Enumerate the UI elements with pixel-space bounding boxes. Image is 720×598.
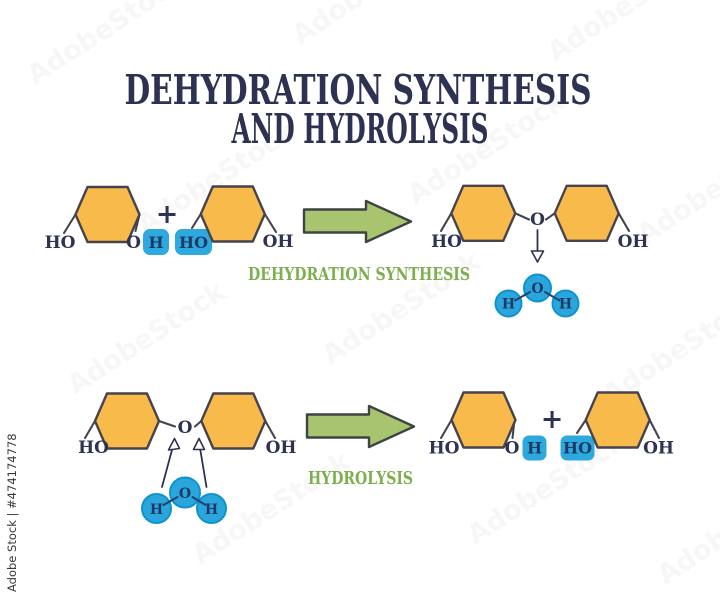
water-o-label: O <box>531 281 543 297</box>
reaction-arrow-icon <box>305 404 416 449</box>
arrowhead-up-icon <box>167 437 181 451</box>
reaction-arrow-icon <box>302 199 413 244</box>
watermark-tile-text: AdobeStock <box>287 0 457 51</box>
water-h-atom <box>141 493 172 524</box>
water-o-label: O <box>179 486 191 502</box>
oh-label: OH <box>263 232 294 252</box>
hydrolysis-section: HO O OH O H H HYDROLYSIS <box>78 391 674 524</box>
water-bond-line <box>191 496 207 506</box>
stock-credit-watermark: Adobe Stock | #474174778 <box>5 433 19 592</box>
water-h-label: H <box>205 502 218 518</box>
dehydration-reactant-2: HO OH <box>175 185 294 255</box>
watermark-tile-text: AdobeStock <box>542 0 712 68</box>
glycosidic-o-label: O <box>530 210 545 230</box>
hydrolysis-product-2: HO OH <box>560 391 674 461</box>
bond-line <box>617 212 631 233</box>
hydrolysis-label: HYDROLYSIS <box>308 468 413 489</box>
water-bond-line <box>514 291 531 302</box>
ho-label: HO <box>78 438 109 458</box>
water-o-atom <box>169 476 201 509</box>
highlight-h-box <box>522 435 547 461</box>
bond-line <box>544 212 556 221</box>
o-label: O <box>505 439 520 459</box>
water-h-label: H <box>150 502 163 518</box>
leaving-h-label: H <box>148 233 163 252</box>
bond-line <box>514 212 531 221</box>
water-h-atom <box>551 289 580 318</box>
dehydration-label: DEHYDRATION SYNTHESIS <box>248 264 470 285</box>
ho-label: HO <box>45 233 76 253</box>
plus-sign: + <box>156 199 179 230</box>
water-attack-arrow-line <box>199 447 208 488</box>
water-h-label: H <box>502 297 515 313</box>
arrowhead-up-icon <box>192 437 206 451</box>
bond-line <box>62 213 77 235</box>
gained-h-label: H <box>527 439 542 458</box>
dehydration-reactant-1: HO O H <box>45 185 169 255</box>
sugar-hexagon <box>584 391 651 449</box>
dehydration-section: HO O H + HO OH DEHYDRATION SYNTHESIS HO <box>45 184 649 318</box>
bond-line <box>263 212 278 234</box>
plus-sign: + <box>541 404 564 435</box>
oh-label: OH <box>643 439 674 459</box>
bond-line <box>83 419 97 440</box>
bond-line <box>157 419 177 428</box>
bond-line <box>648 418 661 440</box>
title-line-2: AND HYDROLYSIS <box>231 105 489 153</box>
leaving-ho-label: HO <box>179 233 208 252</box>
sugar-hexagon <box>199 185 266 243</box>
water-h-atom <box>196 493 227 524</box>
water-o-atom <box>523 273 552 303</box>
watermark-tile-text: AdobeStock <box>652 466 720 591</box>
hydrolysis-product-1: HO O H <box>429 391 547 461</box>
water-molecule: O H H <box>141 476 227 524</box>
water-bond-line <box>162 496 179 506</box>
bond-line <box>193 419 203 428</box>
hydrolysis-reactant: HO O OH <box>78 392 297 488</box>
bond-line <box>575 418 587 435</box>
glycosidic-o-label: O <box>178 418 193 438</box>
oh-label: OH <box>266 438 297 458</box>
watermark-tile-text: AdobeStock <box>62 276 232 401</box>
sugar-hexagon <box>200 392 267 450</box>
ho-label: HO <box>429 439 460 459</box>
bond-line <box>264 419 277 440</box>
highlight-ho-box <box>560 435 595 461</box>
water-bond-line <box>544 291 561 302</box>
oh-label: OH <box>618 232 649 252</box>
sugar-hexagon <box>553 184 620 243</box>
water-h-label: H <box>559 297 572 313</box>
bond-line <box>439 418 453 440</box>
highlight-h-box <box>143 229 169 255</box>
water-attack-arrow-line <box>161 447 174 488</box>
o-label: O <box>126 233 141 253</box>
title-line-1: DEHYDRATION SYNTHESIS <box>125 66 592 114</box>
water-h-atom <box>494 289 523 318</box>
title: DEHYDRATION SYNTHESIS AND HYDROLYSIS <box>125 66 592 153</box>
dehydration-product: HO O OH <box>431 184 649 263</box>
bond-line <box>439 212 453 233</box>
water-molecule: O H H <box>494 273 580 318</box>
gained-ho-label: HO <box>563 439 592 458</box>
ho-label: HO <box>431 232 462 252</box>
bond-line <box>190 212 202 230</box>
highlight-ho-box <box>175 229 212 255</box>
arrowhead-down-icon <box>530 250 545 263</box>
